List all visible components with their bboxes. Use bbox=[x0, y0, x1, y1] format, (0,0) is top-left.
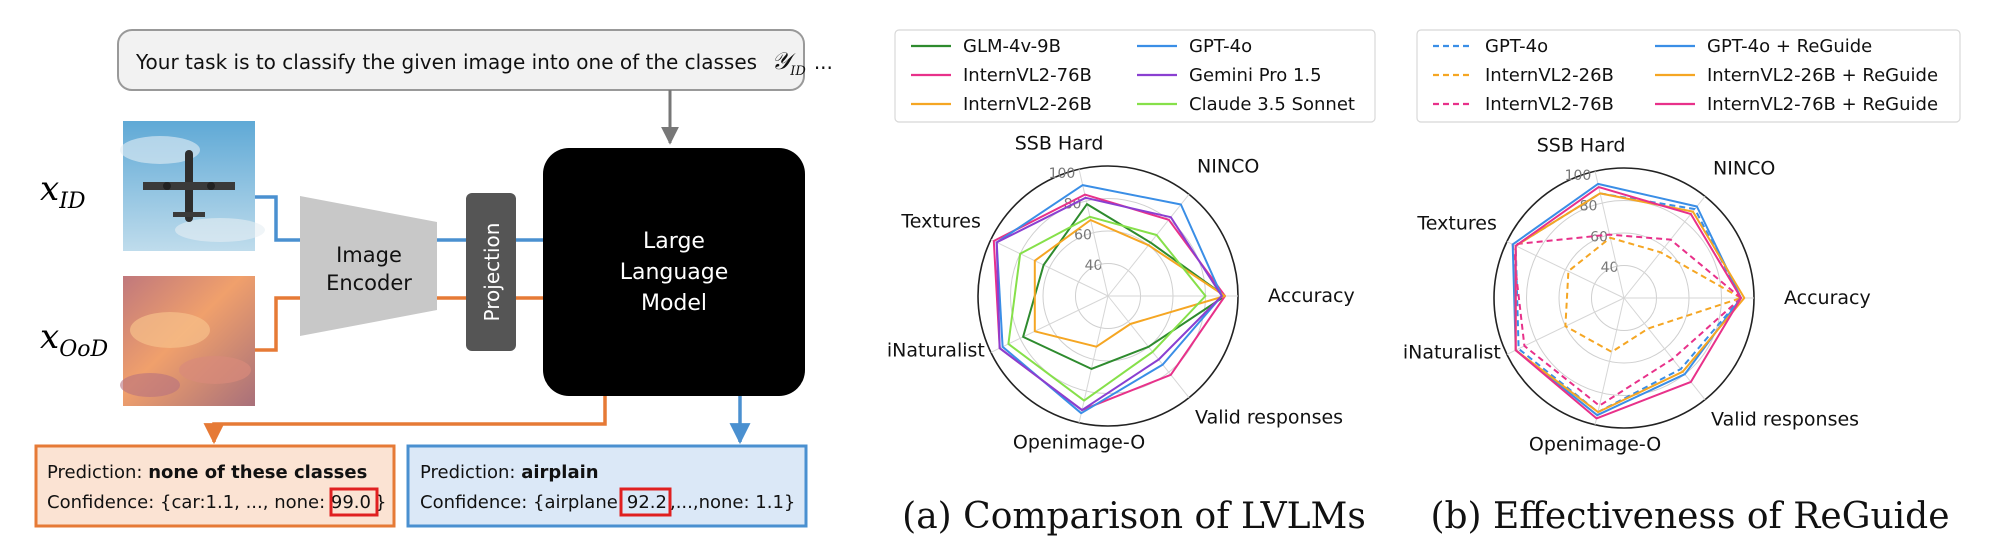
series-internvl2-26b bbox=[1033, 219, 1226, 348]
radar-spoke bbox=[1623, 297, 1706, 400]
radar-spoke bbox=[1078, 295, 1109, 423]
legend-box bbox=[894, 29, 1376, 123]
axis-label-ninco: NINCO bbox=[1197, 155, 1259, 177]
prompt-text: Your task is to classify the given image… bbox=[135, 47, 833, 79]
ood-confidence-highlight bbox=[329, 487, 379, 517]
series-claude-3-5-sonnet bbox=[1007, 215, 1207, 402]
encoder-label-1: Image bbox=[336, 243, 402, 267]
llm-label-2: Language bbox=[620, 260, 729, 285]
legend-label-internvl2-26b-reguide: InternVL2-26B + ReGuide bbox=[1707, 65, 1938, 86]
projection-block bbox=[466, 193, 516, 351]
axis-label-ssb-hard: SSB Hard bbox=[1537, 134, 1626, 156]
legend-label-internvl2-26b: InternVL2-26B bbox=[1485, 65, 1614, 86]
radar-spoke bbox=[990, 239, 1109, 297]
axis-label-textures: Textures bbox=[1416, 213, 1496, 235]
radar-spoke bbox=[1078, 169, 1109, 297]
chart-caption: (a) Comparison of LVLMs bbox=[902, 496, 1366, 537]
legend-label-internvl2-26b: InternVL2-26B bbox=[963, 94, 1092, 115]
radar-tick-label: 40 bbox=[1085, 258, 1103, 274]
series-internvl2-76b bbox=[1511, 233, 1742, 407]
id-confidence-text: Confidence: {airplane:92.2,...,none: 1.1… bbox=[420, 492, 795, 513]
ood-prediction-box bbox=[34, 444, 396, 528]
axis-label-accuracy: Accuracy bbox=[1268, 285, 1355, 307]
legend-label-claude-3-5-sonnet: Claude 3.5 Sonnet bbox=[1189, 94, 1355, 115]
radar-tick-label: 60 bbox=[1074, 227, 1092, 243]
legend-label-gpt-4o: GPT-4o bbox=[1485, 36, 1548, 57]
id-connector bbox=[255, 195, 300, 242]
axis-label-textures: Textures bbox=[900, 211, 980, 233]
axis-label-valid-responses: Valid responses bbox=[1711, 409, 1859, 431]
image-encoder bbox=[300, 196, 437, 336]
axis-label-ninco: NINCO bbox=[1713, 157, 1775, 179]
axis-label-ssb-hard: SSB Hard bbox=[1015, 132, 1104, 154]
series-internvl2-76b bbox=[992, 193, 1226, 412]
x-id-label: xID bbox=[40, 169, 86, 214]
encoder-label-2: Encoder bbox=[326, 271, 412, 295]
axis-label-inaturalist: iNaturalist bbox=[1403, 341, 1501, 363]
radar-tick-label: 40 bbox=[1601, 260, 1619, 276]
axis-label-valid-responses: Valid responses bbox=[1195, 407, 1343, 429]
x-ood-label: xOoD bbox=[40, 317, 108, 362]
axis-label-openimage-o: Openimage-O bbox=[1529, 434, 1661, 456]
series-internvl2-26b bbox=[1564, 236, 1742, 353]
ood-prediction-text: Prediction: none of these classes bbox=[47, 462, 367, 483]
legend-label-internvl2-76b: InternVL2-76B bbox=[1485, 94, 1614, 115]
legend-label-gpt-4o: GPT-4o bbox=[1189, 36, 1252, 57]
legend-label-internvl2-76b: InternVL2-76B bbox=[963, 65, 1092, 86]
chart-caption: (b) Effectiveness of ReGuide bbox=[1430, 496, 1949, 537]
radar-tick-label: 100 bbox=[1565, 168, 1592, 184]
projection-label: Projection bbox=[480, 223, 504, 322]
id-confidence-highlight bbox=[619, 487, 672, 517]
legend-label-gemini-pro-1-5: Gemini Pro 1.5 bbox=[1189, 65, 1322, 86]
legend: GLM-4v-9B InternVL2-76B InternVL2-26B GPT-4… bbox=[894, 29, 1376, 123]
radar-tick-label: 60 bbox=[1590, 229, 1608, 245]
legend-label-gpt-4o-reguide: GPT-4o + ReGuide bbox=[1707, 36, 1872, 57]
radar-tick-label: 100 bbox=[1049, 166, 1076, 182]
llm-block bbox=[543, 148, 805, 396]
series-gpt-4o-reguide bbox=[1511, 182, 1742, 417]
cloud-image bbox=[120, 276, 255, 406]
series-internvl2-76b-reguide bbox=[1514, 186, 1742, 420]
ood-output-arrow bbox=[203, 396, 607, 445]
pipeline-diagram: Your task is to classify the given image… bbox=[34, 29, 833, 528]
id-prediction-box bbox=[406, 444, 808, 528]
radar-spoke bbox=[1623, 196, 1706, 299]
airplane-image bbox=[120, 121, 265, 251]
ood-confidence-text: Confidence: {car:1.1, ..., none: 99.0} bbox=[47, 492, 386, 513]
llm-label-3: Model bbox=[641, 291, 707, 316]
series-gpt-4o bbox=[995, 184, 1223, 415]
llm-label-1: Large bbox=[643, 229, 705, 254]
axis-label-accuracy: Accuracy bbox=[1784, 287, 1871, 309]
prompt-box bbox=[117, 29, 805, 91]
axis-label-openimage-o: Openimage-O bbox=[1013, 432, 1145, 454]
series-gemini-pro-1-5 bbox=[995, 196, 1223, 412]
radar-spoke bbox=[1506, 241, 1625, 299]
radar-spoke bbox=[990, 295, 1109, 353]
series-glm-4v-9b bbox=[1022, 203, 1226, 370]
ood-connector bbox=[255, 296, 300, 352]
id-prediction-text: Prediction: airplain bbox=[420, 462, 599, 483]
axis-label-inaturalist: iNaturalist bbox=[887, 339, 985, 361]
radar-spoke bbox=[1594, 297, 1625, 425]
legend-label-glm-4v-9b: GLM-4v-9B bbox=[963, 36, 1061, 57]
legend-label-internvl2-76b-reguide: InternVL2-76B + ReGuide bbox=[1707, 94, 1938, 115]
